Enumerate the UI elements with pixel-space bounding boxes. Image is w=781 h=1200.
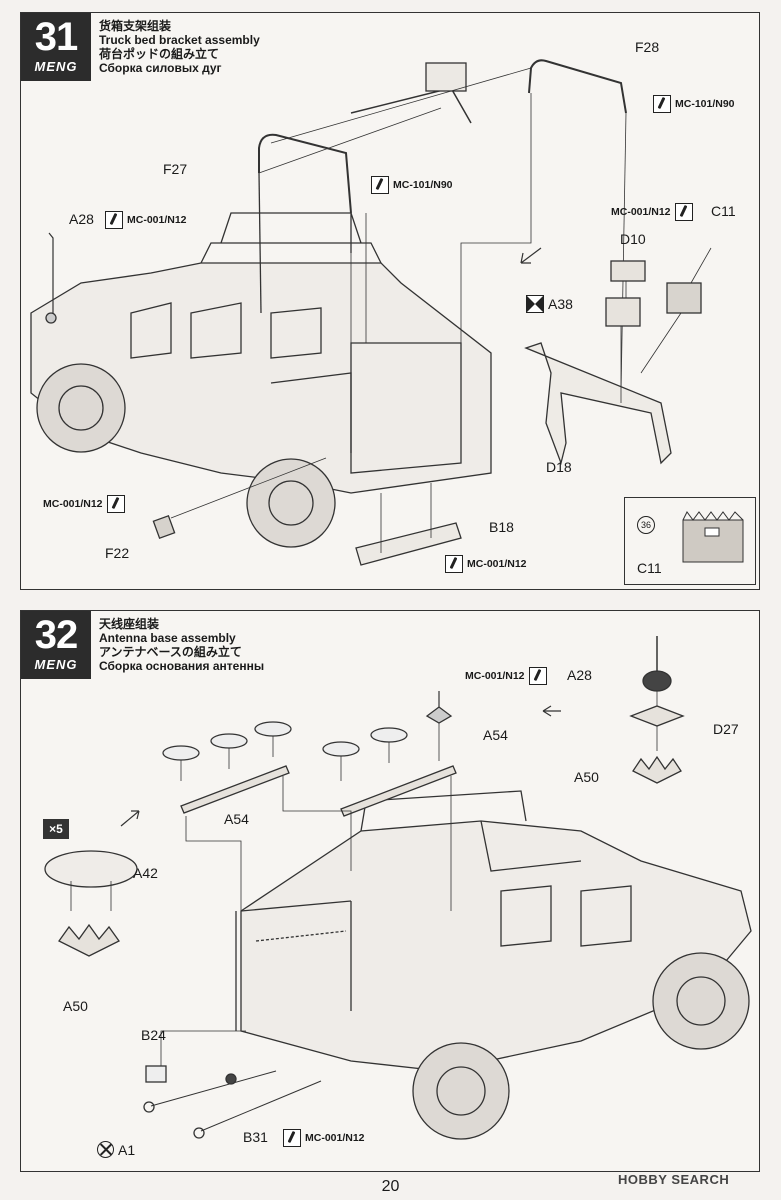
do-not-cut-icon — [97, 1141, 114, 1158]
callout-a1: A1 — [97, 1141, 135, 1158]
title-zh: 天线座组装 — [99, 617, 160, 631]
glue-icon — [526, 295, 544, 313]
paint-code: MC-001/N12 — [43, 498, 103, 510]
part-label-a54-right: A54 — [483, 727, 508, 743]
paint-code: MC-001/N12 — [467, 558, 527, 570]
part-label-a42: A42 — [133, 865, 158, 881]
paint-callout-mc001-f22: MC-001/N12 — [43, 495, 125, 513]
paint-code: MC-101/N90 — [675, 98, 735, 110]
brush-icon — [653, 95, 671, 113]
title-en: Antenna base assembly — [99, 631, 236, 645]
part-label-f27: F27 — [163, 161, 188, 177]
watermark: HOBBY SEARCH — [618, 1172, 730, 1187]
a54-strip-left — [180, 765, 290, 814]
step-number: 32 — [34, 613, 79, 657]
part-label-a50-left: A50 — [63, 998, 88, 1014]
page-number: 20 — [381, 1178, 400, 1195]
part-label-b24: B24 — [141, 1027, 166, 1043]
brush-icon — [528, 667, 547, 685]
part-label-a38: A38 — [548, 296, 573, 312]
title-zh: 货箱支架组装 — [99, 19, 172, 33]
paint-code: MC-001/N12 — [465, 670, 525, 682]
step-number: 31 — [34, 15, 79, 59]
part-label-c11: C11 — [711, 203, 736, 219]
part-label-f22: F22 — [105, 545, 130, 561]
step-31-drawing — [30, 59, 712, 566]
paint-code: MC-001/N12 — [305, 1132, 365, 1144]
part-label-a28: A28 — [567, 667, 592, 683]
brush-icon — [371, 176, 389, 194]
title-ja: アンテナベースの組み立て — [99, 645, 242, 659]
part-label-b18: B18 — [489, 519, 514, 535]
quantity-badge: ×5 — [43, 819, 69, 839]
title-ru: Сборка основания антенны — [99, 659, 265, 673]
detail-inset-c11: 36 C11 — [624, 497, 756, 585]
title-ja: 荷台ポッドの組み立て — [99, 47, 220, 61]
step-31-panel: 31 MENG 货箱支架组装 Truck bed bracket assembl… — [20, 12, 760, 590]
front-wheel — [36, 363, 126, 453]
paint-code: MC-001/N12 — [611, 206, 671, 218]
part-label-d10: D10 — [620, 231, 646, 247]
step-31-titles: 货箱支架组装 Truck bed bracket assembly 荷台ポッドの… — [99, 19, 260, 75]
part-label-a28: A28 — [69, 211, 94, 227]
step-32-badge: 32 MENG — [21, 611, 91, 679]
paint-callout-mc001-a28: MC-001/N12 — [465, 667, 547, 685]
a54-strip-right — [340, 765, 457, 817]
part-label-a54-left: A54 — [224, 811, 249, 827]
paint-callout-mc101-center: MC-101/N90 — [371, 176, 453, 194]
brush-icon — [445, 555, 463, 573]
glue-callout-a38: A38 — [526, 295, 573, 313]
front-wheel — [412, 1042, 510, 1140]
part-label-d18: D18 — [546, 459, 572, 475]
part-label-b31: B31 — [243, 1129, 268, 1145]
paint-callout-mc001-c11: MC-001/N12 — [611, 203, 693, 221]
part-label-f28: F28 — [635, 39, 660, 55]
reference-number: 36 — [637, 516, 655, 534]
brush-icon — [106, 495, 125, 513]
detail-drawing — [682, 511, 744, 563]
part-label-a1: A1 — [118, 1141, 136, 1158]
paint-code: MC-101/N90 — [393, 179, 453, 191]
rear-wheel — [652, 952, 750, 1050]
brand-logo: MENG — [34, 657, 78, 672]
part-label-d27: D27 — [713, 721, 739, 737]
brush-icon — [105, 211, 123, 229]
paint-callout-mc001-b18: MC-001/N12 — [445, 555, 527, 573]
step-31-badge: 31 MENG — [21, 13, 91, 81]
step-32-panel: 32 MENG 天线座组装 Antenna base assembly アンテナ… — [20, 610, 760, 1172]
brush-icon — [674, 203, 693, 221]
brush-icon — [283, 1129, 301, 1147]
paint-callout-mc001-b31: MC-001/N12 — [283, 1129, 365, 1147]
part-label-a50-right: A50 — [574, 769, 599, 785]
step-32-titles: 天线座组装 Antenna base assembly アンテナベースの組み立て… — [99, 617, 264, 673]
brand-logo: MENG — [34, 59, 78, 74]
title-en: Truck bed bracket assembly — [99, 33, 260, 47]
step-32-drawing — [44, 636, 752, 1140]
rear-wheel — [246, 458, 336, 548]
paint-callout-mc001-a28: MC-001/N12 — [105, 211, 187, 229]
part-label-c11-detail: C11 — [637, 560, 662, 576]
paint-callout-mc101-right: MC-101/N90 — [653, 95, 735, 113]
paint-code: MC-001/N12 — [127, 214, 187, 226]
title-ru: Сборка силовых дуг — [99, 61, 222, 75]
